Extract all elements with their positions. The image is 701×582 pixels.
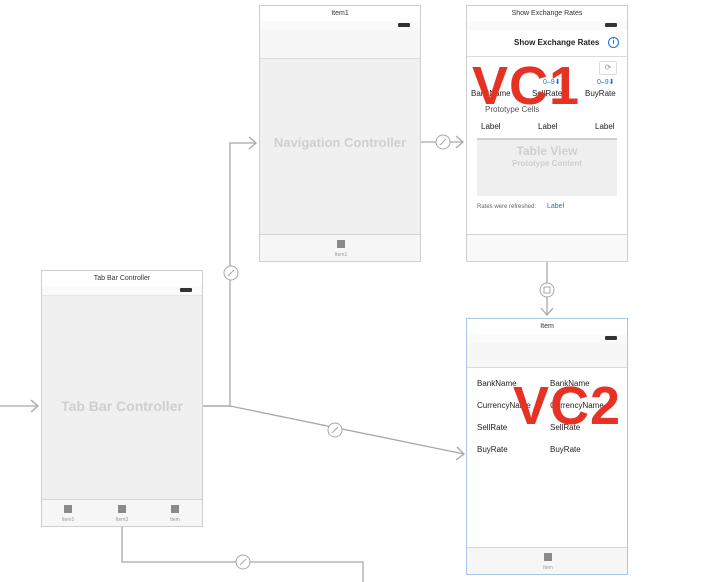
- tab-square-icon: [118, 505, 126, 513]
- tab-item[interactable]: Item1: [321, 235, 361, 258]
- segue-icon-show: [539, 282, 555, 298]
- sort-right-button[interactable]: 0–9⬇: [597, 79, 615, 86]
- link-glyph-3: [331, 426, 339, 434]
- navigation-bar: [467, 343, 627, 368]
- tab-label: Item3: [115, 517, 129, 523]
- nav-title: Show Exchange Rates: [514, 38, 600, 47]
- row-left-label: BuyRate: [477, 445, 508, 454]
- cell-label: Label: [481, 122, 501, 131]
- battery-icon: [605, 336, 617, 340]
- link-glyph-1: [227, 269, 235, 277]
- tab-bar: Item: [467, 547, 627, 574]
- refreshed-text: Rates were refreshed:: [477, 204, 537, 210]
- nav-to-vc1-arrowhead: [455, 135, 464, 149]
- refreshed-value: Label: [547, 203, 565, 210]
- tab-label: Item1: [61, 517, 75, 523]
- battery-icon: [180, 288, 192, 292]
- vc2-scene[interactable]: Item BankName BankName CurrencyName Curr…: [466, 318, 628, 575]
- battery-icon: [398, 23, 410, 27]
- scene-title: Tab Bar Controller: [42, 271, 202, 287]
- prototype-content-label: Prototype Content: [512, 159, 582, 168]
- tab-bar: [467, 234, 627, 261]
- tab-square-icon: [64, 505, 72, 513]
- header-sellrate: SellRate: [532, 89, 563, 98]
- row-right-label: BuyRate: [550, 445, 581, 454]
- tab-label: Item: [170, 517, 180, 523]
- prototype-cells-label: Prototype Cells: [485, 105, 540, 114]
- scene-placeholder: Tab Bar Controller: [61, 398, 183, 414]
- header-buyrate: BuyRate: [585, 89, 616, 98]
- tab-label: Item1: [334, 252, 348, 258]
- entry-arrowhead: [30, 399, 39, 413]
- row-right-label: SellRate: [550, 423, 581, 432]
- tab-to-nav-arrowhead: [248, 136, 257, 150]
- navigation-bar: Show Exchange Rates i: [467, 30, 627, 57]
- tab-to-vc2-line: [203, 405, 465, 455]
- table-view[interactable]: Table View Prototype Content: [477, 138, 617, 196]
- table-view-label: Table View: [516, 144, 578, 158]
- tab-item[interactable]: Item: [528, 548, 568, 571]
- row-left-label: BankName: [477, 379, 517, 388]
- info-icon[interactable]: i: [608, 37, 619, 48]
- link-glyph-4: [239, 558, 247, 566]
- battery-icon: [605, 23, 617, 27]
- refresh-control[interactable]: ⟳: [599, 61, 617, 75]
- cell-label: Label: [538, 122, 558, 131]
- sort-left-button[interactable]: 0–9⬇: [543, 79, 561, 86]
- tab-square-icon: [544, 553, 552, 561]
- show-glyph: [543, 286, 551, 294]
- tab-square-icon: [337, 240, 345, 248]
- row-left-label: SellRate: [477, 423, 508, 432]
- navigation-controller-scene[interactable]: Item1 Navigation Controller Item1: [259, 5, 421, 262]
- vc1-scene[interactable]: Show Exchange Rates Show Exchange Rates …: [466, 5, 628, 262]
- tab-square-icon: [171, 505, 179, 513]
- scene-title: Item1: [260, 6, 420, 22]
- vc1-badge: VC1: [472, 56, 581, 116]
- tab-bar: Item1 Item3 Item: [42, 499, 202, 526]
- vc1-to-vc2-arrowhead: [540, 307, 554, 316]
- scene-title: Item: [467, 319, 627, 335]
- row-left-label: CurrencyName: [477, 401, 531, 410]
- tab-item[interactable]: Item3: [102, 500, 142, 523]
- tab-item[interactable]: Item1: [48, 500, 88, 523]
- link-glyph-2: [439, 138, 447, 146]
- tab-label: Item: [543, 565, 553, 571]
- scene-placeholder: Navigation Controller: [273, 135, 407, 150]
- navigation-bar: [260, 30, 420, 59]
- tab-to-vc2-arrowhead: [455, 446, 465, 461]
- tab-item[interactable]: Item: [155, 500, 195, 523]
- header-bankname: BankName: [471, 89, 511, 98]
- tab-bar: Item1: [260, 234, 420, 261]
- scene-title: Show Exchange Rates: [467, 6, 627, 22]
- status-bar: [42, 286, 202, 296]
- tab-bar-controller-scene[interactable]: Tab Bar Controller Tab Bar Controller It…: [41, 270, 203, 527]
- vc2-badge: VC2: [513, 376, 622, 436]
- tab-to-offscreen-line: [121, 527, 364, 582]
- row-right-label: BankName: [550, 379, 590, 388]
- cell-label: Label: [595, 122, 615, 131]
- row-right-label: CurrencyName: [550, 401, 604, 410]
